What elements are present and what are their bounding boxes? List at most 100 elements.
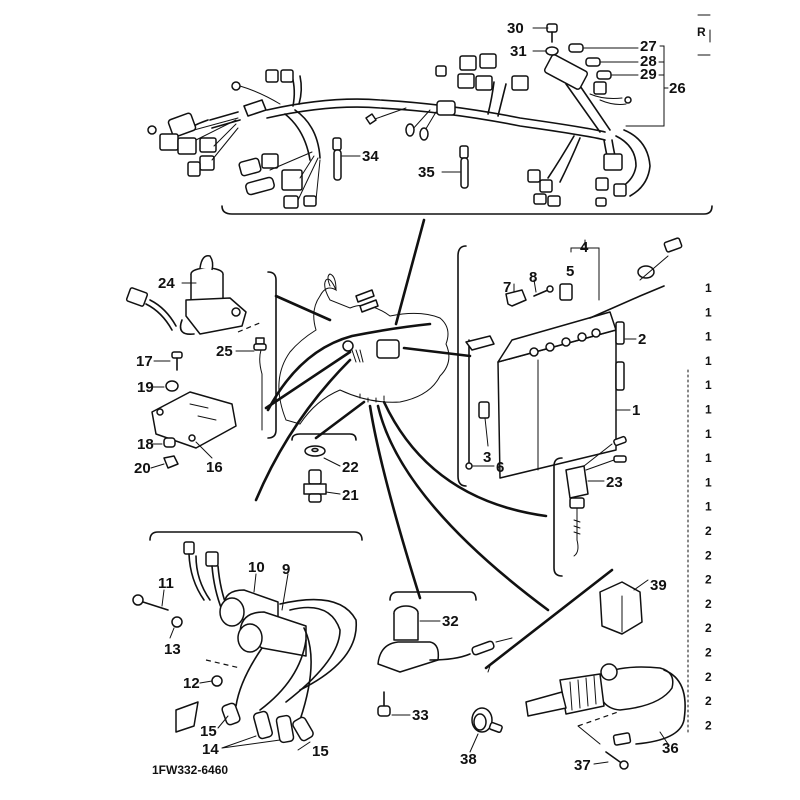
collar-19 bbox=[165, 380, 179, 392]
harness-grommet bbox=[436, 100, 456, 116]
callout-27: 27 bbox=[640, 38, 657, 55]
connector-cluster-center-right bbox=[527, 153, 627, 207]
sender-unit bbox=[377, 605, 513, 673]
ht-lead bbox=[279, 598, 357, 691]
callout-20: 20 bbox=[134, 460, 151, 477]
harness-branch bbox=[623, 129, 651, 197]
callout-10: 10 bbox=[248, 559, 265, 576]
harness-branch bbox=[565, 79, 611, 133]
leader-lines bbox=[254, 218, 550, 612]
edge-column-value: 2 bbox=[705, 718, 712, 732]
edge-column-value: 1 bbox=[705, 427, 712, 441]
fuse-27 bbox=[568, 43, 584, 53]
bolt-8 bbox=[533, 289, 549, 297]
callout-4: 4 bbox=[580, 239, 589, 256]
callout-15: 15 bbox=[200, 723, 217, 740]
edge-column-value: 2 bbox=[705, 621, 712, 635]
edge-column-value: 1 bbox=[705, 403, 712, 417]
diode-35 bbox=[459, 145, 469, 189]
sender-group bbox=[377, 591, 513, 717]
washer-31 bbox=[545, 46, 559, 56]
relay bbox=[599, 581, 643, 635]
edge-column-value: 1 bbox=[705, 354, 712, 368]
harness-sleeve bbox=[243, 99, 267, 117]
battery-cable bbox=[589, 285, 665, 319]
callout-34: 34 bbox=[362, 148, 379, 165]
ht-lead bbox=[235, 647, 263, 707]
callout-18: 18 bbox=[137, 436, 154, 453]
callout-12: 12 bbox=[183, 675, 200, 692]
bolt-30 bbox=[546, 23, 558, 43]
edge-column-value: 2 bbox=[705, 670, 712, 684]
diode-34 bbox=[332, 137, 342, 181]
edge-column-value: 2 bbox=[705, 694, 712, 708]
callout-5: 5 bbox=[566, 263, 574, 280]
coil-wire bbox=[188, 553, 211, 601]
bolt-25 bbox=[253, 337, 267, 351]
harness-callout-lines bbox=[341, 27, 669, 173]
harness-branch bbox=[547, 135, 581, 183]
edge-column-value: 2 bbox=[705, 646, 712, 660]
edge-column-value: 2 bbox=[705, 597, 712, 611]
coil-connector bbox=[205, 551, 219, 567]
wire-harness bbox=[147, 23, 713, 215]
ht-lead bbox=[259, 639, 307, 711]
screw-terminal bbox=[365, 113, 377, 125]
callout-30: 30 bbox=[507, 20, 524, 37]
edge-column-value: 2 bbox=[705, 573, 712, 587]
edge-column-value: 1 bbox=[705, 451, 712, 465]
damper-18 bbox=[163, 437, 176, 448]
callout-17: 17 bbox=[136, 353, 153, 370]
callout-29: 29 bbox=[640, 66, 657, 83]
terminal-cover bbox=[559, 283, 573, 301]
callout-8: 8 bbox=[529, 269, 537, 286]
edge-column-value: 1 bbox=[705, 305, 712, 319]
callout-14: 14 bbox=[202, 741, 219, 758]
edge-column-value: 2 bbox=[705, 548, 712, 562]
plug-cap-14 bbox=[275, 714, 295, 744]
callout-9: 9 bbox=[282, 561, 290, 578]
main-switch bbox=[185, 255, 247, 335]
spade-terminal bbox=[405, 123, 415, 137]
connector-cluster-left bbox=[147, 112, 239, 177]
bolt-11 bbox=[132, 594, 169, 611]
band bbox=[471, 707, 503, 733]
callout-36: 36 bbox=[662, 740, 679, 757]
washer-13 bbox=[171, 616, 183, 628]
edge-column-value: 1 bbox=[705, 330, 712, 344]
edge-column-value: 2 bbox=[705, 524, 712, 538]
horn bbox=[525, 663, 686, 746]
switch-group bbox=[291, 433, 357, 503]
callout-6: 6 bbox=[496, 459, 504, 476]
callout-1: 1 bbox=[632, 402, 640, 419]
callout-3: 3 bbox=[483, 449, 491, 466]
bolt-33 bbox=[377, 691, 391, 717]
frame-outline bbox=[266, 273, 450, 425]
ht-lead bbox=[285, 606, 341, 703]
battery-group bbox=[457, 237, 683, 487]
callout-32: 32 bbox=[442, 613, 459, 630]
ring-terminal bbox=[231, 81, 241, 91]
cable-connector bbox=[663, 237, 683, 253]
plug-cap-15 bbox=[292, 716, 314, 742]
callout-26: 26 bbox=[669, 80, 686, 97]
harness-branch bbox=[487, 81, 507, 117]
callout-7: 7 bbox=[503, 279, 511, 296]
bracket-7 bbox=[505, 289, 527, 307]
main-switch-connector bbox=[125, 287, 195, 336]
fuse-29 bbox=[596, 70, 612, 80]
callout-19: 19 bbox=[137, 379, 154, 396]
ignition-coil-group bbox=[132, 531, 363, 751]
callout-labels: 30 31 27 28 29 26 34 35 24 25 17 19 18 2… bbox=[134, 20, 686, 777]
callout-21: 21 bbox=[342, 487, 359, 504]
rear-stop-switch bbox=[565, 435, 627, 557]
callout-39: 39 bbox=[650, 577, 667, 594]
callout-15-right: 15 bbox=[312, 743, 329, 760]
nut-20 bbox=[163, 455, 179, 469]
bolt-37 bbox=[605, 751, 629, 770]
group-bracket bbox=[457, 245, 467, 487]
switch-igniter-group bbox=[125, 255, 277, 469]
battery-band bbox=[615, 321, 625, 345]
